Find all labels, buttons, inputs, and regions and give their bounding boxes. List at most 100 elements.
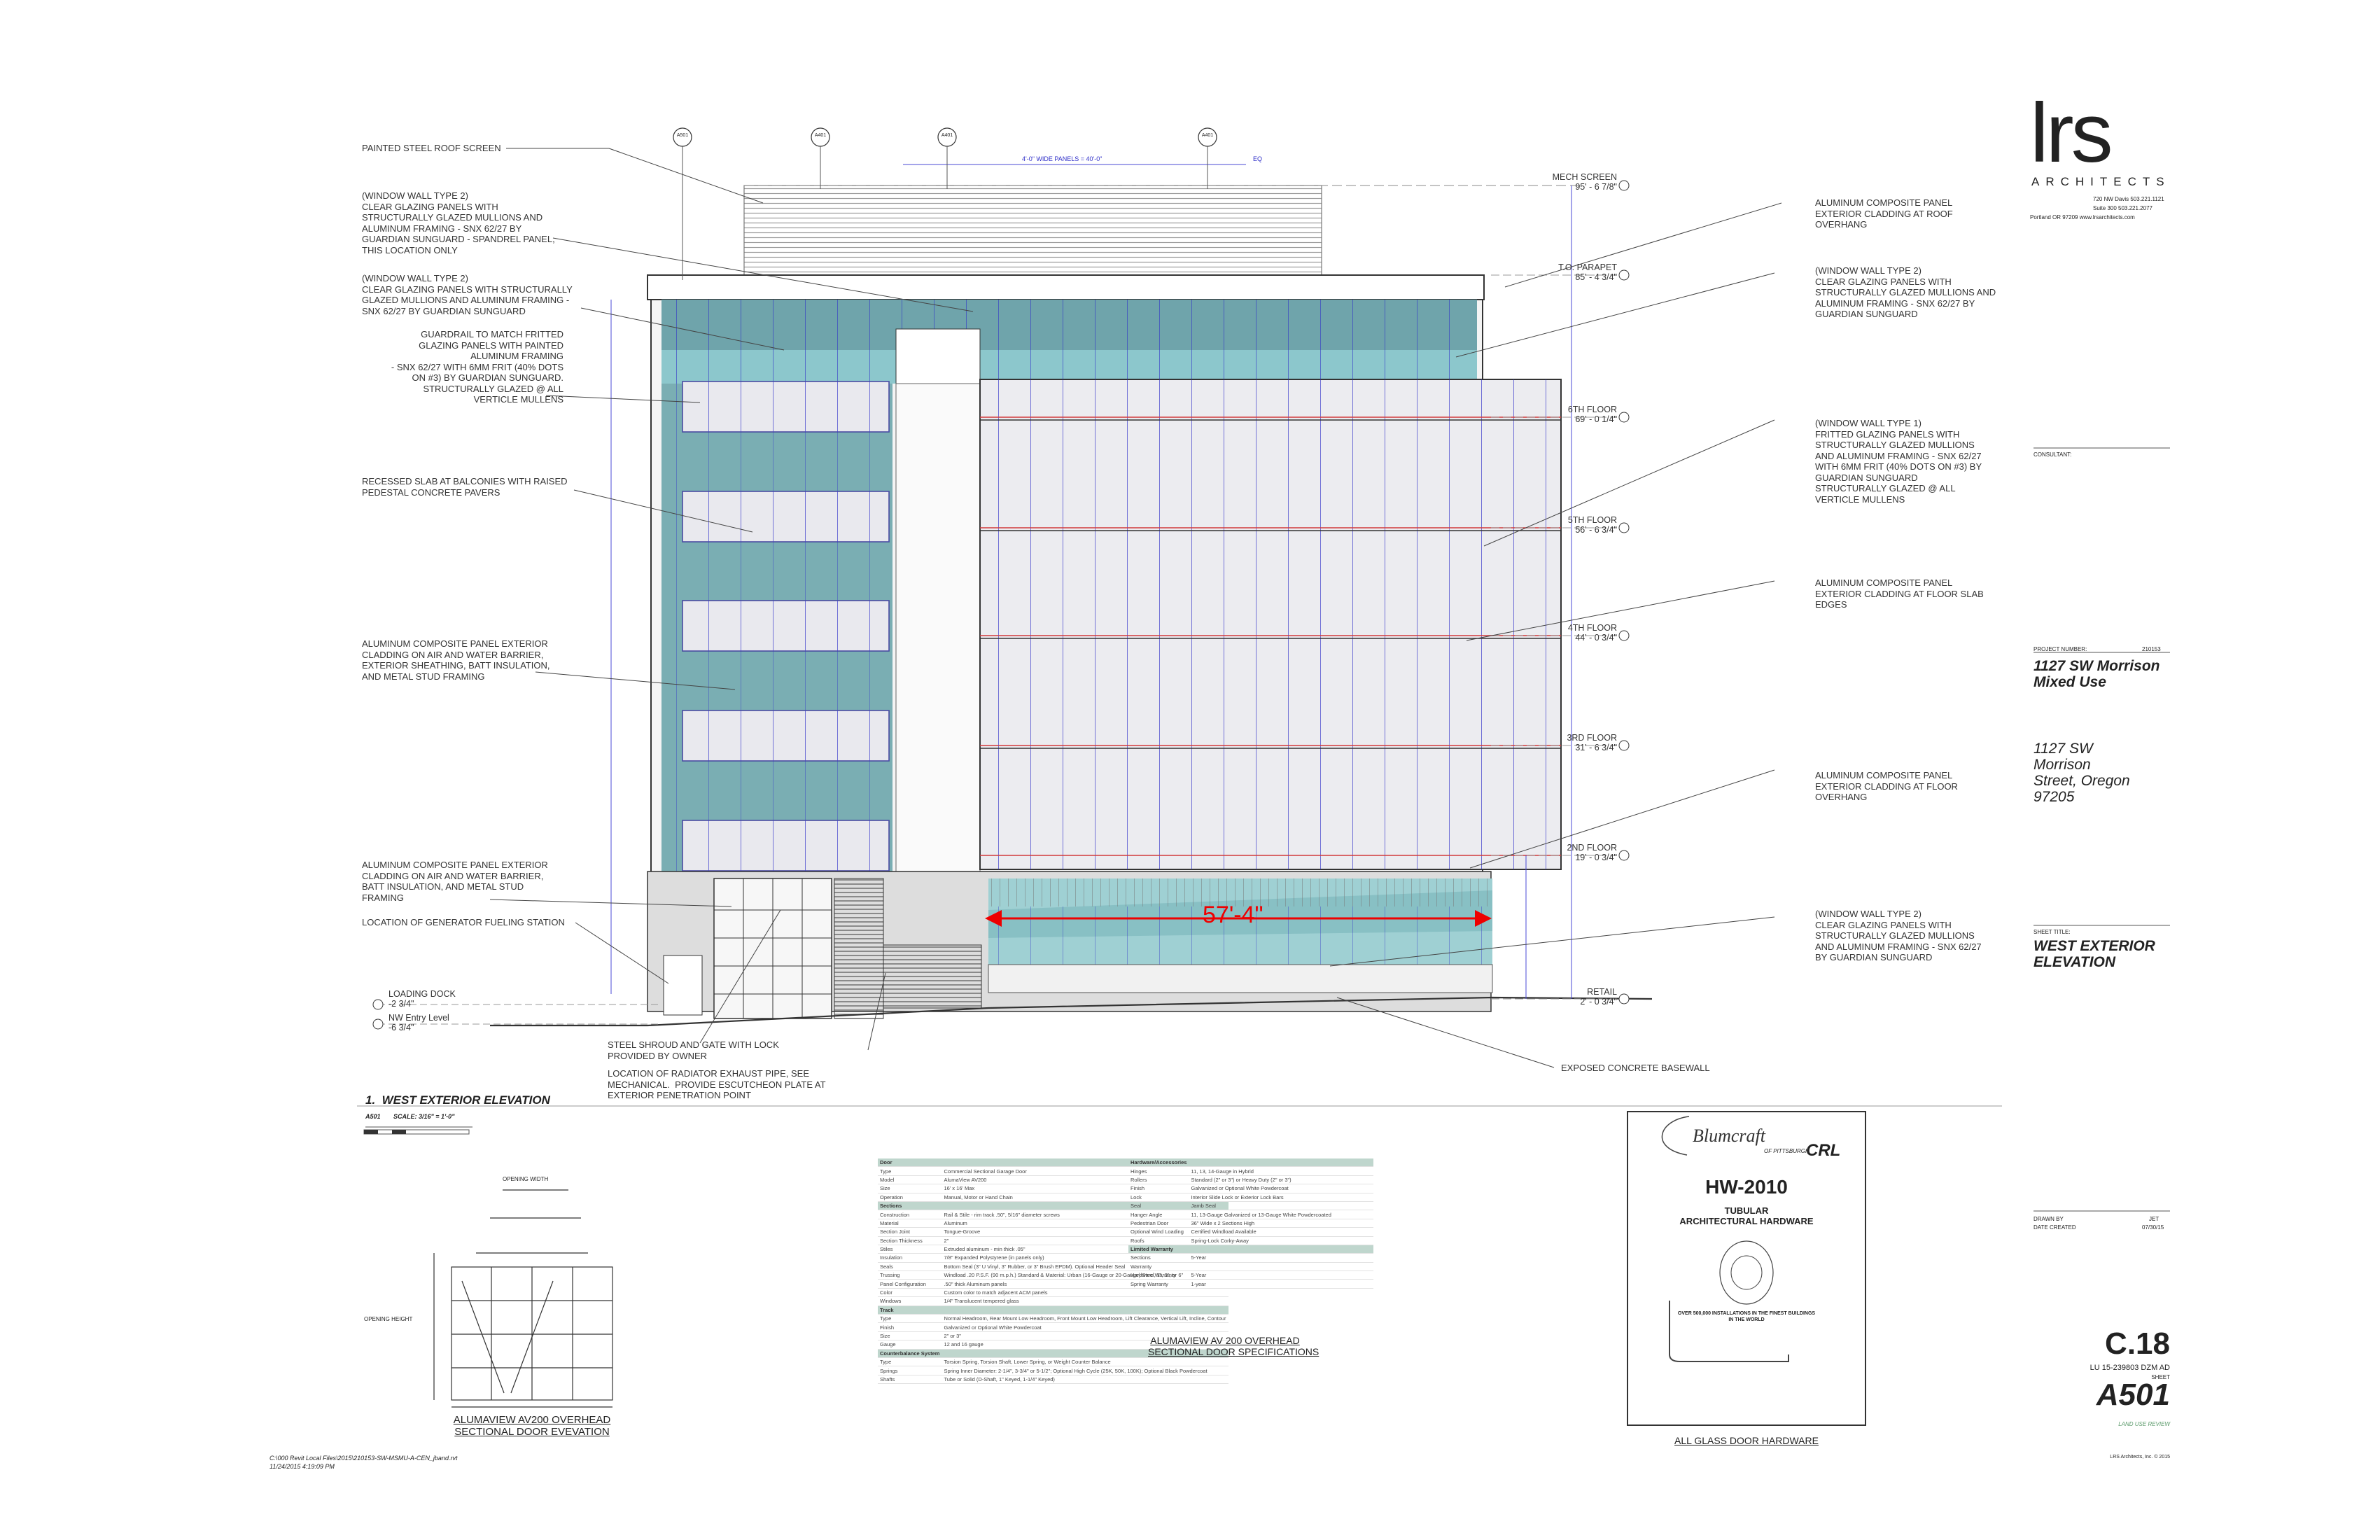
drawing-title-text: WEST EXTERIOR ELEVATION bbox=[382, 1093, 550, 1107]
spec-value: Galvanized or Optional White Powdercoat bbox=[1189, 1184, 1373, 1194]
level-elevation: 85' - 4 3/4" bbox=[1575, 272, 1617, 282]
spec-key: Hinges bbox=[1128, 1166, 1189, 1176]
level-name: 2ND FLOOR bbox=[1567, 843, 1617, 853]
spec-key: Sections bbox=[878, 1201, 942, 1211]
spec-key: Material bbox=[878, 1219, 942, 1228]
grade-line bbox=[490, 996, 1653, 1027]
firm-address-1: 720 NW Davis 503.221.1121 bbox=[2093, 196, 2164, 202]
roof-screen bbox=[743, 185, 1322, 277]
note-window-wall-1: (WINDOW WALL TYPE 1) FRITTED GLAZING PAN… bbox=[1815, 418, 1982, 505]
spec-key: Springs bbox=[878, 1366, 942, 1376]
note-acm-cladding: ALUMINUM COMPOSITE PANEL EXTERIOR CLADDI… bbox=[362, 638, 550, 682]
spec-value: Certified Windload Available bbox=[1189, 1227, 1373, 1237]
spec-key: Track bbox=[878, 1306, 942, 1315]
copyright: LRS Architects, Inc. © 2015 bbox=[2110, 1455, 2170, 1460]
spec-value: Torsion Spring, Torsion Shaft, Lower Spr… bbox=[941, 1357, 1228, 1367]
level-name: 6TH FLOOR bbox=[1567, 405, 1617, 414]
spec-value: 5-Year bbox=[1189, 1270, 1373, 1280]
firm-sub: ARCHITECTS bbox=[2031, 175, 2171, 188]
level-name: 5TH FLOOR bbox=[1567, 515, 1617, 525]
grid-label: A401 bbox=[1201, 133, 1214, 138]
spec-row: Limited Warranty bbox=[1128, 1245, 1373, 1254]
spec-value: Spring Inner Diameter: 2-1/4", 3-3/4" or… bbox=[941, 1366, 1228, 1376]
consultant-label: CONSULTANT: bbox=[2033, 451, 2072, 458]
drawing-title: 1. WEST EXTERIOR ELEVATION bbox=[365, 1093, 550, 1107]
catalog-subtitle: TUBULAR ARCHITECTURAL HARDWARE bbox=[1679, 1205, 1814, 1226]
grid-bubbles bbox=[673, 127, 1217, 147]
louver-gate bbox=[834, 878, 884, 1019]
spec-key: Insulation bbox=[878, 1253, 942, 1263]
level-name: MECH SCREEN bbox=[1552, 172, 1617, 182]
file-path: C:\000 Revit Local Files\2015\210153-SW-… bbox=[270, 1455, 458, 1462]
opening-height: OPENING HEIGHT bbox=[364, 1316, 413, 1322]
spec-key: Pedestrian Door bbox=[1128, 1219, 1189, 1228]
level-elevation: 69' - 0 1/4" bbox=[1575, 414, 1617, 424]
note-slab-edges: ALUMINUM COMPOSITE PANEL EXTERIOR CLADDI… bbox=[1815, 578, 1984, 610]
level-elevation: 31' - 6 3/4" bbox=[1575, 743, 1617, 752]
spec-key: Door bbox=[878, 1158, 942, 1168]
opening-width: OPENING WIDTH bbox=[503, 1176, 549, 1182]
spec-value bbox=[1189, 1245, 1373, 1254]
spec-value: Tube or Solid (D-Shaft, 1" Keyed, 1-1/4"… bbox=[941, 1375, 1228, 1385]
door-detail-caption: ALUMAVIEW AV200 OVERHEAD SECTIONAL DOOR … bbox=[453, 1414, 611, 1438]
spec-key: Construction bbox=[878, 1210, 942, 1219]
spec-key: Size bbox=[878, 1331, 942, 1341]
status-stamp: LAND USE REVIEW bbox=[2118, 1421, 2170, 1427]
spec-value bbox=[1189, 1158, 1373, 1168]
level-elevation: 2' - 0 3/4" bbox=[1580, 997, 1617, 1007]
drawn-by: JET bbox=[2149, 1216, 2160, 1222]
spec-key: Hardware/Accessories bbox=[1128, 1158, 1189, 1168]
level-elevation: 19' - 0 3/4" bbox=[1575, 853, 1617, 862]
firm-address-2: Suite 300 503.221.2077 bbox=[2093, 205, 2152, 211]
spec-key: Color bbox=[878, 1288, 942, 1298]
spec-key: Seal bbox=[1128, 1201, 1189, 1211]
spec-key: Roofs bbox=[1128, 1236, 1189, 1245]
date-created-label: DATE CREATED bbox=[2033, 1224, 2076, 1231]
note-window-wall-2-bottom: (WINDOW WALL TYPE 2) CLEAR GLAZING PANEL… bbox=[1815, 909, 1982, 962]
level-elevation: 44' - 0 3/4" bbox=[1575, 633, 1617, 643]
spec-key: Finish bbox=[1128, 1184, 1189, 1194]
spec-key: Section Thickness bbox=[878, 1236, 942, 1245]
door-detail bbox=[433, 1189, 613, 1408]
spec-key: Size bbox=[878, 1184, 942, 1194]
spec-key: Panel Configuration bbox=[878, 1279, 942, 1289]
spec-key: Limited Warranty bbox=[1128, 1245, 1189, 1254]
spec-key: Counterbalance System bbox=[878, 1349, 942, 1359]
project-address: 1127 SW Morrison Street, Oregon 97205 bbox=[2033, 741, 2130, 805]
grid-label: A401 bbox=[814, 133, 827, 138]
spec-key: Section Joint bbox=[878, 1227, 942, 1237]
level-name: 4TH FLOOR bbox=[1567, 623, 1617, 633]
level-name: 3RD FLOOR bbox=[1567, 733, 1617, 743]
panel-dimension: 4'-0" WIDE PANELS = 40'-0" bbox=[1022, 155, 1102, 162]
spec-key: Sections bbox=[1128, 1253, 1189, 1263]
spec-value: Normal Headroom, Rear Mount Low Headroom… bbox=[941, 1314, 1228, 1324]
spec-value: Galvanized or Optional White Powdercoat bbox=[941, 1322, 1228, 1332]
drawn-by-label: DRAWN BY bbox=[2033, 1216, 2064, 1222]
spec-value: Custom color to match adjacent ACM panel… bbox=[941, 1288, 1228, 1298]
note-floor-overhang: ALUMINUM COMPOSITE PANEL EXTERIOR CLADDI… bbox=[1815, 770, 1958, 802]
spec-value: 2" or 3" bbox=[941, 1331, 1228, 1341]
drawing-number: 1. bbox=[365, 1093, 376, 1107]
level-name: LOADING DOCK bbox=[388, 989, 456, 999]
spec-value bbox=[941, 1349, 1228, 1359]
permit-number: LU 15-239803 DZM AD bbox=[2090, 1364, 2170, 1372]
